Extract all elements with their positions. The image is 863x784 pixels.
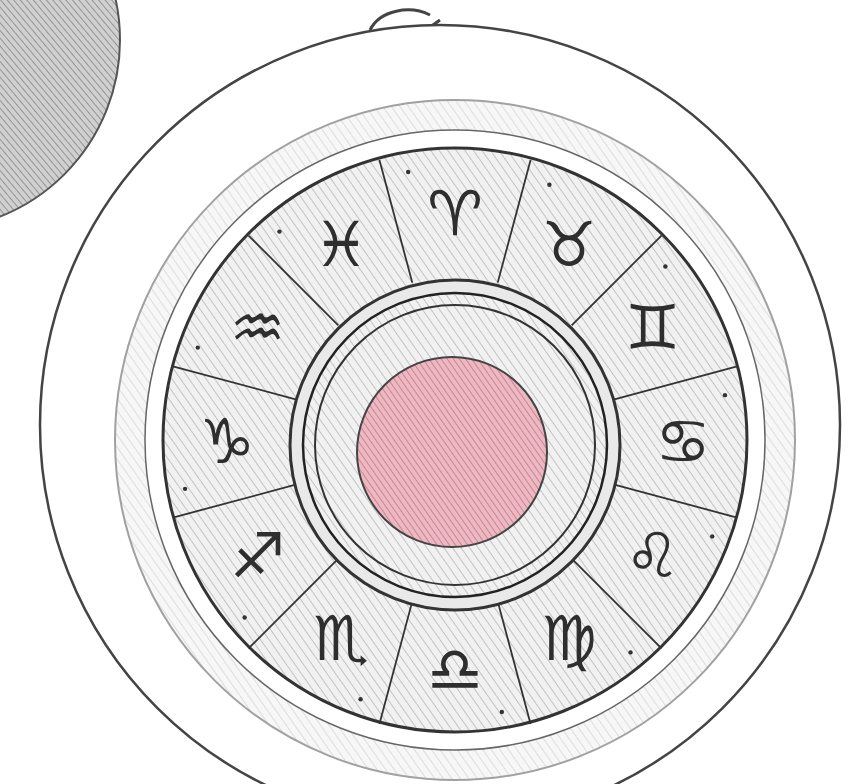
inner-ring [290, 280, 620, 610]
zodiac-sign: ♎ [427, 639, 483, 701]
sector-dot [547, 183, 551, 187]
red-disc [357, 357, 547, 547]
outer-ring [115, 100, 795, 780]
zodiac-sign: ♋ [655, 411, 711, 473]
sector-dot [183, 487, 187, 491]
sector-divider [379, 601, 412, 724]
sector-dot [242, 615, 246, 619]
sector-dot [710, 534, 714, 538]
sector-dot [723, 393, 727, 397]
zodiac-sign: ♑ [199, 411, 255, 473]
sector-divider [379, 160, 412, 283]
zodiac-band [163, 148, 747, 732]
zodiac-sign: ♈ [427, 183, 483, 245]
zodiac-sign: ♊ [625, 297, 681, 359]
zodiac-sign: ♉ [541, 214, 597, 276]
corner-disc [0, 0, 120, 230]
inner-ring-3 [315, 305, 595, 585]
sector-divider [498, 601, 531, 724]
zodiac-sign: ♐ [230, 525, 286, 587]
sector-dot [628, 650, 632, 654]
sector-divider [173, 485, 296, 518]
zodiac-sign: ♓ [313, 214, 369, 276]
sector-divider [173, 366, 296, 399]
sector-divider [498, 160, 531, 283]
inner-ring-2 [303, 293, 607, 597]
sector-dot [500, 710, 504, 714]
zodiac-sign: ♌ [625, 525, 681, 587]
sector-divider [614, 366, 737, 399]
zodiac-sign: ♏ [313, 608, 369, 670]
sector-divider [614, 485, 737, 518]
sector-dot [406, 170, 410, 174]
zodiac-sign: ♒ [230, 297, 286, 359]
sector-dot [663, 264, 667, 268]
zodiac-sign: ♍ [541, 608, 597, 670]
outer-plate [40, 25, 840, 784]
sector-dividers [173, 160, 737, 724]
tick-marks [183, 170, 727, 714]
ring-gap [145, 130, 765, 750]
sector-dot [196, 345, 200, 349]
sector-dot [277, 229, 281, 233]
sector-dot [358, 697, 362, 701]
